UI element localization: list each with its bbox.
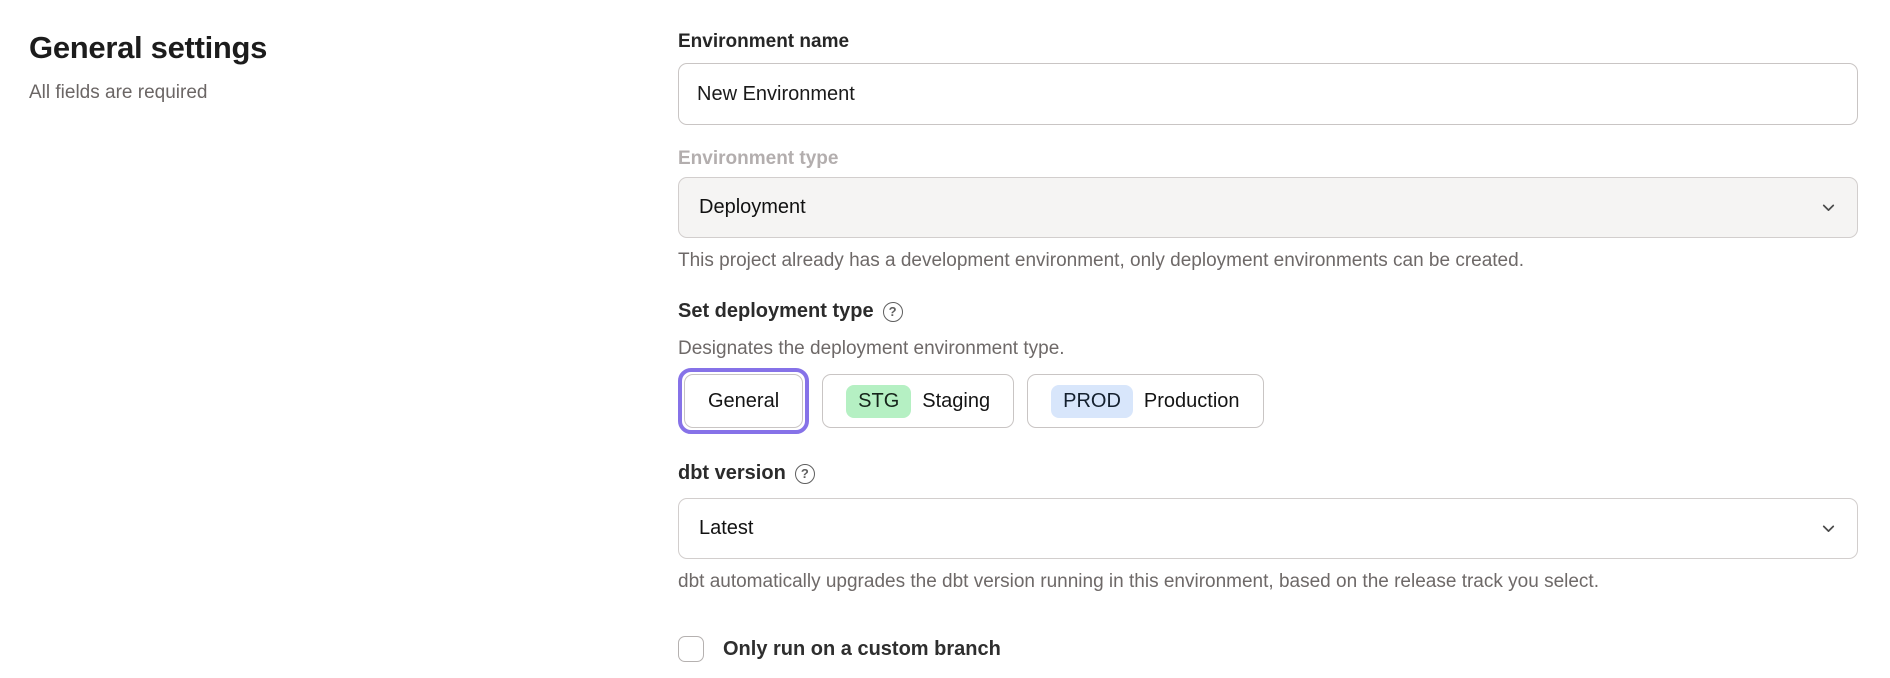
deployment-type-label: Set deployment type [678, 300, 874, 322]
deployment-type-options: General STG Staging PROD Production [678, 368, 1858, 434]
settings-form-column: Environment name Environment type Deploy… [678, 0, 1858, 678]
page-title: General settings [29, 30, 268, 65]
environment-name-label: Environment name [678, 31, 850, 52]
custom-branch-checkbox[interactable] [678, 636, 704, 662]
deployment-type-production-label: Production [1143, 389, 1240, 412]
page-subtitle: All fields are required [29, 82, 208, 103]
staging-badge: STG [846, 384, 912, 418]
deployment-type-general-button[interactable]: General [684, 374, 804, 428]
deployment-type-general-label: General [708, 389, 780, 412]
custom-branch-label: Only run on a custom branch [723, 637, 1001, 660]
settings-header-column: General settings All fields are required [29, 0, 678, 678]
selected-option-ring: General [678, 368, 810, 434]
custom-branch-row: Only run on a custom branch [678, 636, 1858, 662]
environment-type-value: Deployment [699, 196, 806, 218]
chevron-down-icon [1822, 525, 1835, 533]
dbt-version-label: dbt version [678, 462, 786, 484]
environment-type-helper: This project already has a development e… [678, 250, 1524, 271]
dbt-version-header: dbt version ? [678, 461, 1858, 486]
environment-type-select[interactable]: Deployment [678, 177, 1858, 238]
deployment-type-helper: Designates the deployment environment ty… [678, 338, 1065, 359]
deployment-type-header: Set deployment type ? [678, 299, 1858, 324]
dbt-version-value: Latest [699, 517, 754, 539]
deployment-type-production-button[interactable]: PROD Production [1027, 374, 1264, 428]
chevron-down-icon [1822, 204, 1835, 212]
help-icon[interactable]: ? [882, 301, 903, 322]
production-badge: PROD [1051, 384, 1133, 418]
environment-type-label: Environment type [678, 148, 839, 169]
deployment-type-staging-button[interactable]: STG Staging [822, 374, 1015, 428]
help-icon[interactable]: ? [794, 463, 815, 484]
deployment-type-staging-label: Staging [922, 389, 991, 412]
dbt-version-helper: dbt automatically upgrades the dbt versi… [678, 571, 1599, 592]
environment-name-input[interactable] [678, 63, 1858, 125]
dbt-version-select[interactable]: Latest [678, 498, 1858, 559]
